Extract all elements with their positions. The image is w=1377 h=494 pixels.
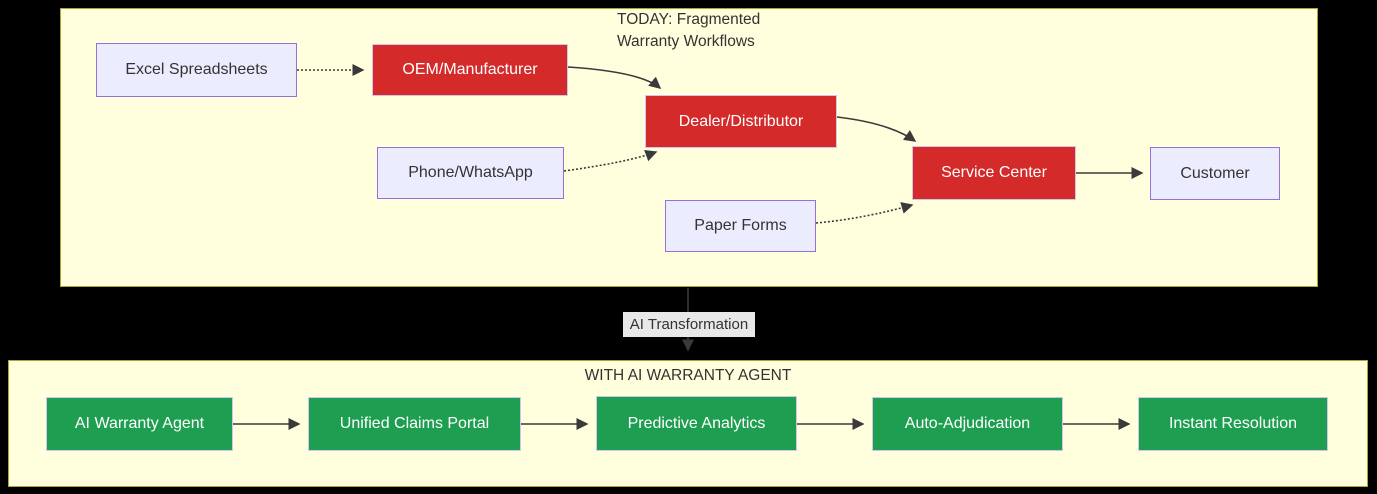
today-cluster-title: TODAY: Fragmented Warranty Workflows: [617, 9, 760, 53]
today-title-line2: Warranty Workflows: [617, 33, 755, 50]
node-auto-adjudication: Auto-Adjudication: [872, 397, 1063, 451]
node-predictive-analytics: Predictive Analytics: [596, 396, 797, 451]
node-excel-spreadsheets: Excel Spreadsheets: [96, 43, 297, 97]
node-ai-warranty-agent: AI Warranty Agent: [46, 397, 233, 451]
node-paper-forms: Paper Forms: [665, 200, 816, 252]
with-ai-cluster-title: WITH AI WARRANTY AGENT: [584, 367, 792, 384]
node-dealer-distributor: Dealer/Distributor: [645, 95, 837, 148]
node-customer: Customer: [1150, 147, 1280, 200]
node-instant-resolution: Instant Resolution: [1138, 397, 1328, 451]
node-service-center: Service Center: [912, 146, 1076, 200]
today-title-line1: TODAY: Fragmented: [617, 11, 761, 28]
node-oem-manufacturer: OEM/Manufacturer: [372, 44, 568, 96]
node-unified-claims-portal: Unified Claims Portal: [308, 397, 521, 451]
node-phone-whatsapp: Phone/WhatsApp: [377, 147, 564, 199]
ai-transformation-label: AI Transformation: [623, 312, 755, 337]
